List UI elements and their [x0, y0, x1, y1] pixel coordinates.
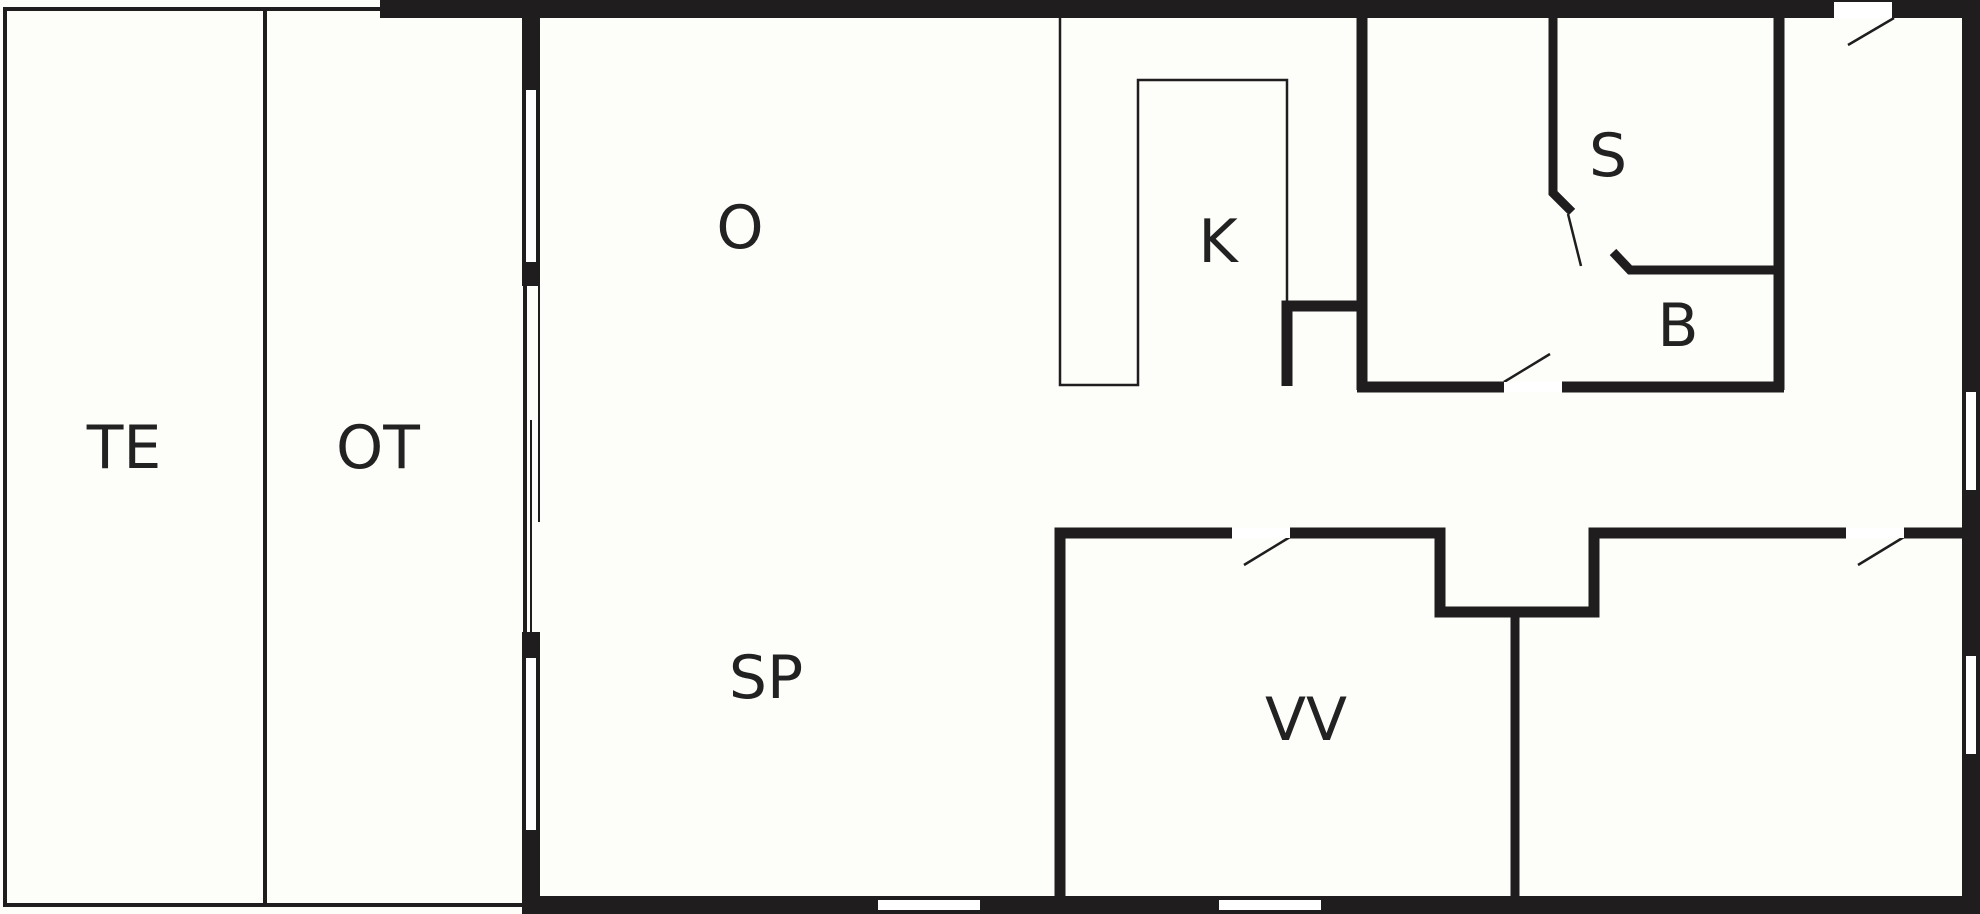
window-right-upper	[1966, 392, 1976, 490]
window-left-lower	[526, 658, 536, 830]
window-right-lower	[1966, 656, 1976, 754]
door-shower	[1566, 213, 1583, 267]
door-bedroom-1	[1243, 535, 1291, 567]
room-label-vv: VV	[1265, 685, 1347, 755]
wall-bedroom-top-left	[1054, 527, 1232, 910]
doors	[1243, 16, 1905, 567]
window-bottom-1	[878, 900, 980, 910]
room-label-o: O	[716, 193, 763, 263]
wall-shower-angled	[1609, 248, 1779, 275]
kitchen-counter	[1058, 18, 1289, 387]
windows	[526, 2, 1976, 910]
door-entrance	[1847, 16, 1895, 47]
door-bathroom	[1503, 352, 1551, 384]
door-gap-top	[1834, 2, 1892, 18]
wall-kitchen-stub	[1281, 300, 1362, 386]
room-label-sp: SP	[729, 643, 803, 713]
wall-top	[380, 0, 1980, 18]
room-label-s: S	[1589, 121, 1627, 191]
interior-walls	[1054, 18, 1968, 910]
sliding-door	[530, 286, 540, 632]
window-bottom-2	[1219, 900, 1321, 910]
room-label-ot: OT	[336, 413, 420, 483]
window-left-upper	[526, 90, 536, 262]
room-label-te: TE	[86, 413, 162, 483]
door-gaps	[1232, 382, 1904, 538]
wall-sauna-angled	[1548, 18, 1576, 216]
room-label-b: B	[1657, 291, 1698, 361]
room-labels: TE OT O K S B SP VV	[86, 121, 1699, 755]
terrace-area	[3, 7, 527, 907]
door-bedroom-2	[1857, 535, 1905, 567]
room-label-k: K	[1198, 207, 1239, 277]
